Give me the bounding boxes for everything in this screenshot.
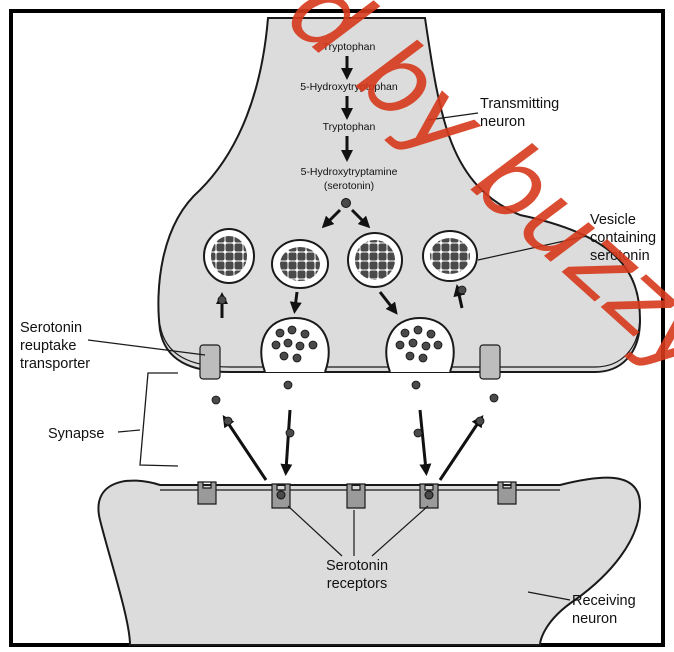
label-receiving-1: Receiving [572, 593, 636, 609]
label-synapse: Synapse [48, 426, 104, 442]
transporter-left [200, 345, 220, 379]
label-reuptake-2: reuptake [20, 338, 76, 354]
label-reuptake-3: transporter [20, 356, 90, 372]
label-receptors-1: Serotonin [326, 558, 388, 574]
label-receptors-2: receptors [327, 576, 387, 592]
transporter-right [480, 345, 500, 379]
bound-serotonin [277, 491, 285, 499]
bound-serotonin [425, 491, 433, 499]
serotonin-molecule [342, 199, 351, 208]
label-reuptake-1: Serotonin [20, 320, 82, 336]
label-receiving-2: neuron [572, 611, 617, 627]
pathway-step-serotonin: (serotonin) [324, 180, 374, 192]
pathway-step-5ht: 5-Hydroxytryptamine [301, 166, 398, 178]
